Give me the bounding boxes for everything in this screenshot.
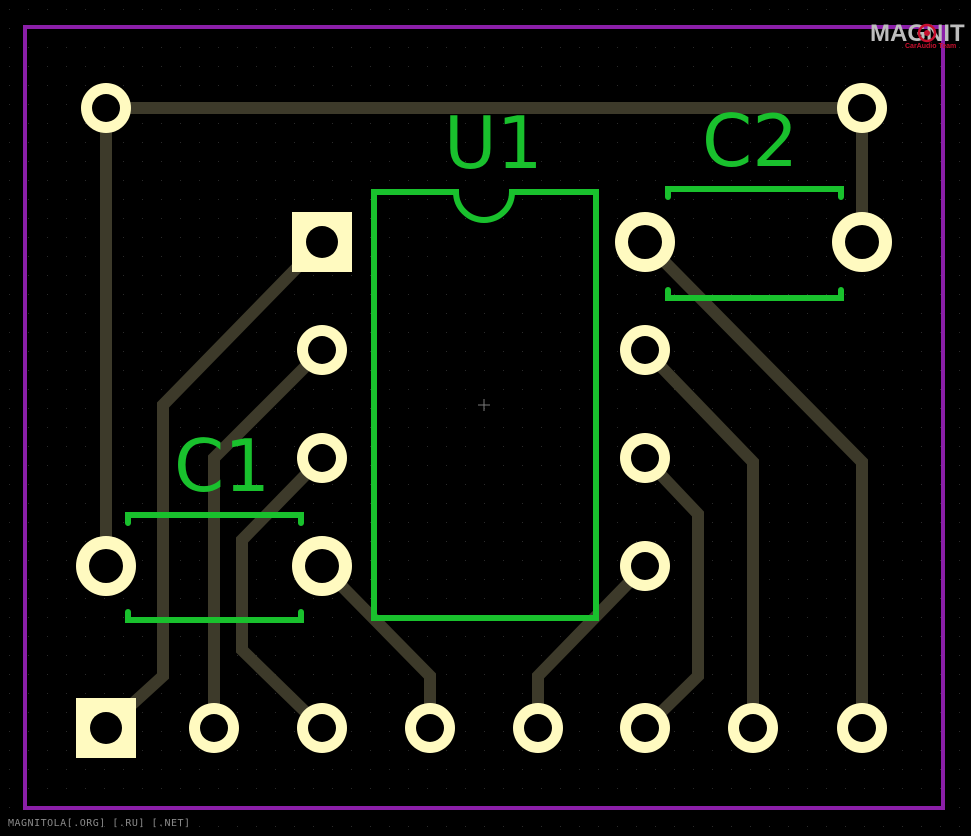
pad xyxy=(189,703,239,753)
brand-logo: MAGNITLA CarAudio Team xyxy=(870,20,971,50)
pad xyxy=(832,212,892,272)
pad xyxy=(297,433,347,483)
c2-label: C2 xyxy=(702,99,798,183)
u1-silkscreen xyxy=(371,189,599,621)
c1-silkscreen xyxy=(125,512,304,623)
pad xyxy=(615,212,675,272)
pad xyxy=(837,703,887,753)
origin-crosshair xyxy=(478,399,490,411)
pad xyxy=(620,325,670,375)
u1-label: U1 xyxy=(444,101,543,185)
pad xyxy=(405,703,455,753)
trace xyxy=(640,345,759,728)
pad xyxy=(620,541,670,591)
pad xyxy=(297,703,347,753)
c2-silkscreen xyxy=(665,186,844,301)
pad-square xyxy=(292,212,352,272)
logo-text-left: MAGNIT xyxy=(870,20,965,47)
trace xyxy=(236,453,327,733)
pad xyxy=(292,536,352,596)
pads xyxy=(76,83,892,758)
pad xyxy=(837,83,887,133)
svg-text:MAGNITLA: MAGNITLA xyxy=(870,20,971,47)
pad-square xyxy=(76,698,136,758)
pad xyxy=(620,703,670,753)
pad xyxy=(513,703,563,753)
pad xyxy=(620,433,670,483)
board-outline xyxy=(23,25,945,810)
footer-watermark: MAGNITOLA[.ORG] [.RU] [.NET] xyxy=(8,818,191,829)
pad xyxy=(76,536,136,596)
trace xyxy=(640,237,868,728)
speaker-icon xyxy=(917,23,937,43)
trace xyxy=(640,453,704,733)
c1-label: C1 xyxy=(174,424,270,508)
logo-tagline: CarAudio Team xyxy=(905,43,956,50)
trace xyxy=(208,345,327,728)
pad xyxy=(728,703,778,753)
pad xyxy=(81,83,131,133)
pad xyxy=(297,325,347,375)
